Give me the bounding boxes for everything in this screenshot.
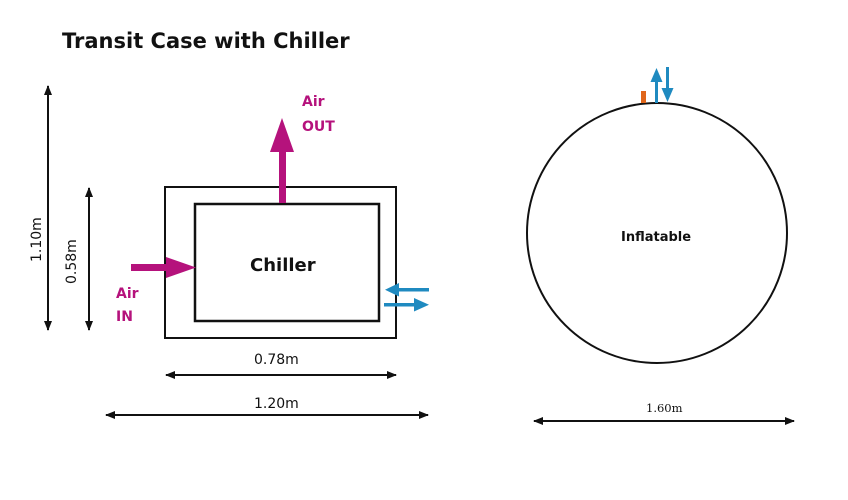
air-out-arrow <box>270 118 294 203</box>
outer-width-label: 1.20m <box>254 396 299 412</box>
inner-height-dimension: 0.58m <box>64 187 93 331</box>
inner-width-label: 0.78m <box>254 352 299 368</box>
fluid-in-arrow <box>385 283 429 297</box>
inflatable-up-arrow <box>650 68 663 103</box>
air-in-label-line1: Air <box>116 286 139 302</box>
fluid-out-arrow <box>384 298 429 312</box>
diameter-dimension: 1.60m <box>533 401 795 425</box>
air-in-label-line2: IN <box>116 309 133 325</box>
chiller-label: Chiller <box>250 255 316 276</box>
inflatable-down-arrow <box>661 67 674 102</box>
diagram-title: Transit Case with Chiller <box>62 29 350 53</box>
outer-height-dimension: 1.10m <box>29 85 52 331</box>
outer-width-dimension: 1.20m <box>105 396 429 419</box>
inner-height-label: 0.58m <box>64 239 80 284</box>
air-out-label-line1: Air <box>302 94 325 110</box>
inner-width-dimension: 0.78m <box>165 352 397 379</box>
valve-marker <box>641 91 646 103</box>
air-out-label-line2: OUT <box>302 119 335 135</box>
chiller-box <box>193 202 381 323</box>
diameter-label: 1.60m <box>646 401 683 415</box>
air-in-arrow <box>131 257 196 278</box>
outer-height-label: 1.10m <box>29 217 45 262</box>
inflatable-label: Inflatable <box>621 230 691 245</box>
